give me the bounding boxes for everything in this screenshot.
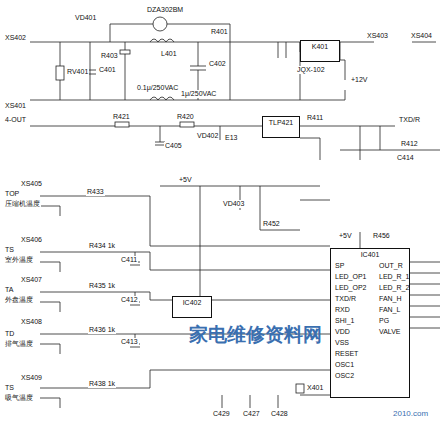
part-label: R421 — [112, 113, 131, 121]
pin-name: SP — [334, 262, 345, 270]
part-label: XS403 — [366, 32, 389, 40]
supply-label: +12V — [350, 76, 369, 84]
part-label: XS406 — [20, 236, 43, 244]
part-label: R435 1k — [88, 282, 116, 290]
part-label: R411 — [306, 114, 324, 122]
pin-name: LED_OP1 — [334, 273, 368, 281]
part-label: 外盘温度 — [4, 296, 34, 304]
part-label: C413 — [120, 338, 139, 346]
part-label: 排气温度 — [4, 340, 34, 348]
part-label: 1μ/250VAC — [180, 90, 217, 98]
watermark: 2010.com — [392, 410, 429, 418]
part-label: 4-OUT — [4, 116, 27, 124]
part-label: DZA302BM — [146, 6, 184, 14]
part-label: L401 — [160, 50, 178, 58]
part-label: R434 1k — [88, 242, 116, 250]
part-label: JQX-102 — [296, 66, 326, 74]
pin-name: LED_R_1 — [378, 273, 410, 281]
part-label: XS409 — [20, 374, 43, 382]
supply-label: +5V — [338, 232, 353, 240]
part-label: C427 — [242, 410, 261, 418]
part-label: 压缩机温度 — [4, 200, 41, 208]
supply-label: +5V — [178, 176, 193, 184]
part-label: R436 1k — [88, 326, 116, 334]
part-label: RV401 — [66, 68, 89, 76]
pin-name: RESET — [334, 350, 359, 358]
pin-name: TXD/R — [334, 295, 357, 303]
part-label: TOP — [4, 190, 20, 198]
part-label: E13 — [224, 134, 238, 142]
part-label: C402 — [208, 60, 227, 68]
part-label: 吸气温度 — [4, 394, 34, 402]
part-label: TS — [4, 384, 15, 392]
pin-name: VDD — [334, 328, 351, 336]
pin-name: FAN_L — [378, 306, 401, 314]
part-label: C429 — [212, 410, 231, 418]
part-label: XS405 — [20, 180, 43, 188]
part-label: C401 — [98, 66, 117, 74]
part-label: 室外温度 — [4, 256, 34, 264]
part-name: IC401 — [331, 249, 409, 261]
part-name: K401 — [301, 41, 339, 53]
part-label: VD402 — [196, 132, 219, 140]
pin-name: PG — [378, 317, 390, 325]
part-label: R420 — [176, 113, 195, 121]
part-label: C405 — [164, 142, 183, 150]
pin-name: OUT_R — [378, 262, 404, 270]
part-label: XS402 — [4, 34, 27, 42]
part-label: C412 — [120, 296, 139, 304]
part-label: R403 — [100, 52, 119, 60]
pin-name: RXD — [334, 306, 351, 314]
part-label: TA — [4, 286, 14, 294]
part-label: R438 1k — [88, 380, 116, 388]
part-label: XS407 — [20, 276, 43, 284]
pin-name: LED_R_2 — [378, 284, 410, 292]
part-label: 0.1μ/250VAC — [136, 84, 179, 92]
part-label: C428 — [270, 410, 289, 418]
pin-name: VALVE — [378, 328, 402, 336]
part-label: C414 — [396, 154, 415, 162]
part-label: R401 — [210, 28, 229, 36]
part-label: VD401 — [74, 14, 97, 22]
part-label: R456 — [372, 232, 391, 240]
part-label: R452 — [262, 220, 281, 228]
watermark: 家电维修资料网 — [188, 324, 323, 345]
relay-box: K401 — [300, 40, 340, 62]
pin-name: LED_OP2 — [334, 284, 368, 292]
pin-name: FAN_H — [378, 295, 403, 303]
regulator-box: IC402 — [172, 296, 212, 318]
optocoupler-box: TLP421 — [262, 116, 300, 138]
part-name: TLP421 — [263, 117, 299, 129]
part-label: XS401 — [4, 102, 27, 110]
part-label: R412 — [400, 140, 419, 148]
pin-name: OSC2 — [334, 372, 355, 380]
pin-name: OSC1 — [334, 361, 355, 369]
part-label: XS408 — [20, 318, 43, 326]
pin-name: SHI_1 — [334, 317, 355, 325]
part-label: VD403 — [222, 200, 245, 208]
part-label: TXD/R — [398, 116, 421, 124]
part-label: TS — [4, 246, 15, 254]
part-name: IC402 — [173, 297, 211, 309]
pin-name: VSS — [334, 339, 350, 347]
part-label: R433 — [86, 188, 105, 196]
part-label: X401 — [306, 384, 324, 392]
part-label: XS404 — [410, 32, 433, 40]
part-label: TD — [4, 330, 15, 338]
part-label: C411 — [120, 256, 138, 264]
